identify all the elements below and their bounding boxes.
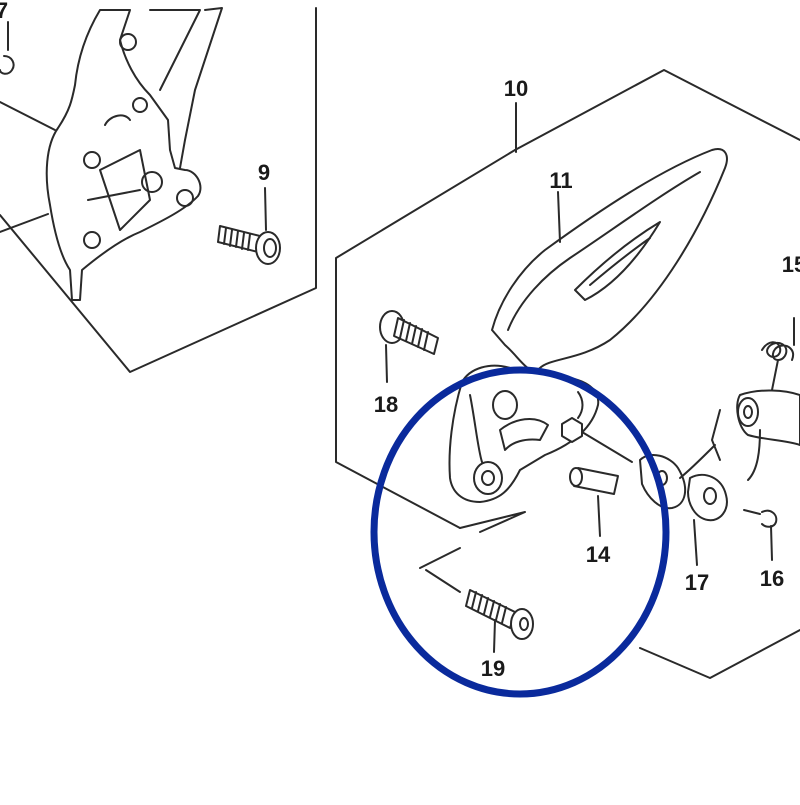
callout-18: 18 xyxy=(374,392,398,417)
hex-bolt-9-icon xyxy=(217,187,281,265)
callout-9: 9 xyxy=(258,160,270,185)
e-clip-7-icon xyxy=(0,21,15,75)
hex-nut-icon xyxy=(561,417,633,463)
callout-15: 15 xyxy=(782,252,800,277)
left-assembly-box xyxy=(0,7,317,373)
callout-10: 10 xyxy=(504,76,528,101)
spring-15-icon xyxy=(761,317,795,391)
socket-bolt-19-icon xyxy=(425,569,534,653)
highlight-circle xyxy=(370,366,670,698)
callout-17: 17 xyxy=(685,570,709,595)
left-bracket-assembly-icon xyxy=(45,7,223,301)
callout-16: 16 xyxy=(760,566,784,591)
callout-11: 11 xyxy=(549,168,572,193)
pivot-pin-14-icon xyxy=(569,467,619,537)
callout-19: 19 xyxy=(481,656,505,681)
footpeg-icon xyxy=(679,389,800,481)
hex-bolt-18-icon xyxy=(379,310,439,383)
heel-guard-11-icon xyxy=(491,148,728,372)
callout-7: 7 xyxy=(0,0,8,23)
right-assembly-box xyxy=(335,69,800,679)
callout-14: 14 xyxy=(586,542,611,567)
e-clip-16-icon xyxy=(743,509,778,561)
